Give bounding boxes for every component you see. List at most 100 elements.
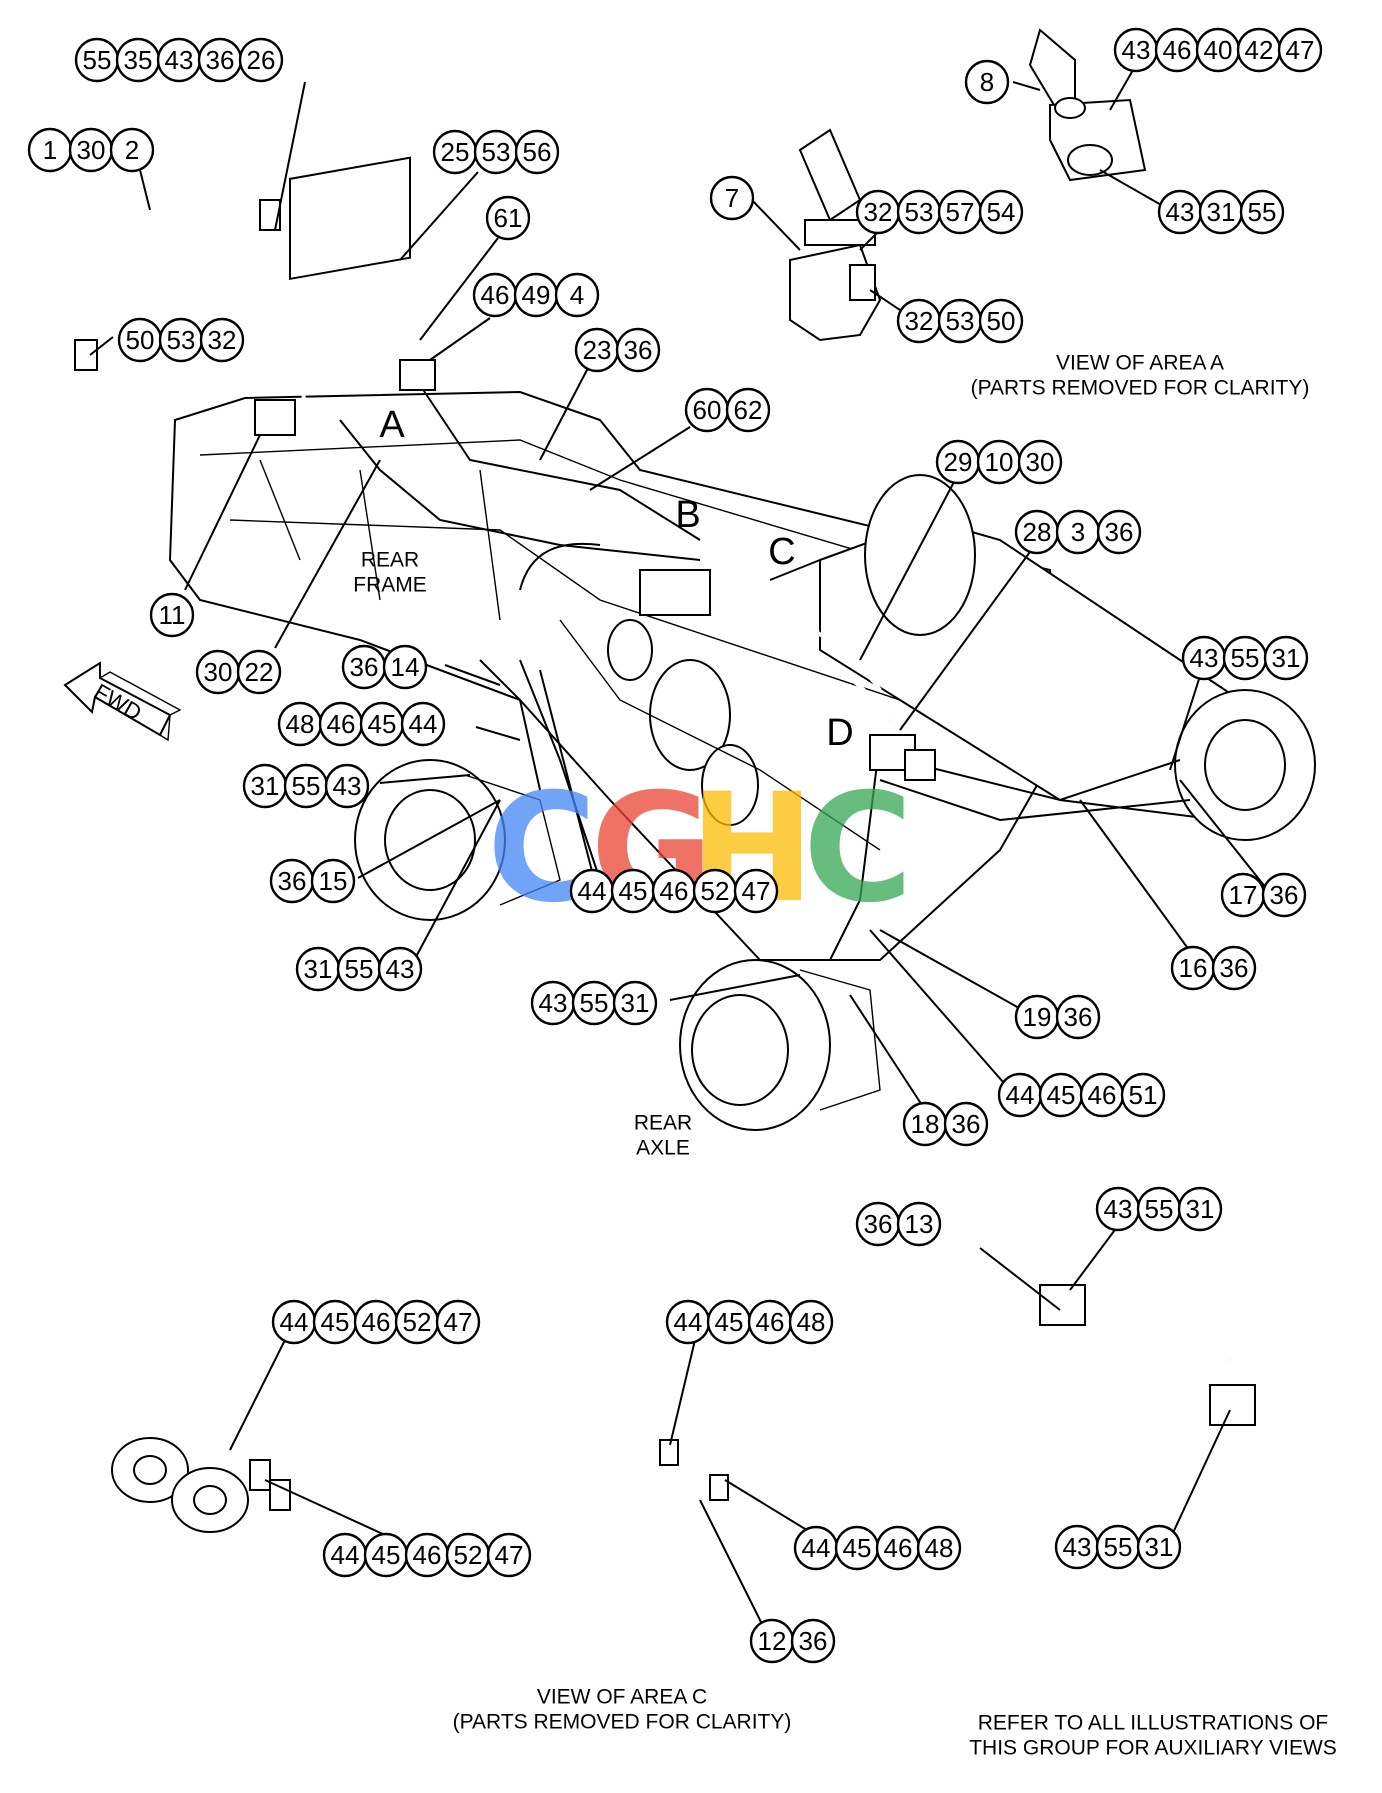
callout-number: 36 bbox=[1064, 1002, 1093, 1032]
callout-number: 31 bbox=[1207, 197, 1236, 227]
callout-bubble bbox=[382, 644, 428, 690]
callout-bubble bbox=[1211, 945, 1257, 991]
callout-number: 55 bbox=[1104, 1532, 1133, 1562]
captions: REAR FRAME REAR AXLE VIEW OF AREA A (PAR… bbox=[353, 352, 1337, 1760]
axle-housing-drawing bbox=[819, 474, 1316, 841]
wheel-hubs-drawing bbox=[354, 759, 881, 1131]
callout-number: 31 bbox=[621, 988, 650, 1018]
callout-number: 7 bbox=[725, 183, 739, 213]
callout-number: 29 bbox=[944, 447, 973, 477]
line-art bbox=[74, 28, 1316, 1533]
callout-number: 26 bbox=[247, 45, 276, 75]
callout-number: 18 bbox=[911, 1109, 940, 1139]
callout-bubble bbox=[238, 37, 284, 83]
callout-number: 12 bbox=[758, 1626, 787, 1656]
callout-bubble bbox=[435, 1299, 481, 1345]
callout-bubble bbox=[978, 298, 1024, 344]
callout-number: 46 bbox=[1163, 35, 1192, 65]
callout-number: 46 bbox=[884, 1533, 913, 1563]
callout-number: 16 bbox=[1179, 953, 1208, 983]
callout-number: 10 bbox=[985, 447, 1014, 477]
callout-number: 47 bbox=[742, 876, 771, 906]
callout-number: 50 bbox=[987, 306, 1016, 336]
callout-bubble bbox=[109, 127, 155, 173]
callout-number: 46 bbox=[481, 280, 510, 310]
callout-bubble bbox=[964, 59, 1010, 105]
callout-number: 30 bbox=[77, 135, 106, 165]
callout-bubble bbox=[1055, 994, 1101, 1040]
callout-number: 31 bbox=[304, 954, 333, 984]
callout-number: 45 bbox=[1047, 1080, 1076, 1110]
callout-number: 43 bbox=[165, 45, 194, 75]
callout-number: 54 bbox=[987, 197, 1016, 227]
callout-number: 43 bbox=[333, 771, 362, 801]
callout-number: 17 bbox=[1229, 880, 1258, 910]
watermark-logo: C G H C bbox=[487, 762, 913, 936]
callout-bubble bbox=[149, 592, 195, 638]
callout-bubble bbox=[943, 1101, 989, 1147]
callout-number: 53 bbox=[482, 137, 511, 167]
callout-number: 52 bbox=[701, 876, 730, 906]
watermark-letter-4: C bbox=[803, 762, 913, 936]
callout-number: 46 bbox=[413, 1540, 442, 1570]
callout-number: 45 bbox=[715, 1307, 744, 1337]
callout-number: 14 bbox=[391, 652, 420, 682]
valve-group-drawing bbox=[639, 569, 936, 781]
callout-number: 45 bbox=[321, 1307, 350, 1337]
callout-number: 31 bbox=[1186, 1194, 1215, 1224]
callout-number: 55 bbox=[1145, 1194, 1174, 1224]
callout-number: 57 bbox=[946, 197, 975, 227]
callout-bubble bbox=[1136, 1524, 1182, 1570]
callout-number: 55 bbox=[580, 988, 609, 1018]
callout-number: 46 bbox=[1088, 1080, 1117, 1110]
watermark-letter-2: G bbox=[590, 762, 713, 936]
callout-number: 23 bbox=[583, 335, 612, 365]
callout-number: 19 bbox=[1023, 1002, 1052, 1032]
callout-number: 49 bbox=[522, 280, 551, 310]
callout-number: 36 bbox=[1220, 953, 1249, 983]
callout-number: 50 bbox=[126, 325, 155, 355]
callout-bubble bbox=[514, 129, 560, 175]
callout-bubble bbox=[1239, 189, 1285, 235]
callout-number: 43 bbox=[539, 988, 568, 1018]
rear-frame-drawing bbox=[168, 390, 1062, 961]
area-letter-a: A bbox=[379, 404, 405, 446]
view-c-inset-drawing bbox=[111, 1284, 1256, 1533]
callout-bubble bbox=[916, 1525, 962, 1571]
callout-bubble bbox=[1277, 27, 1323, 73]
callout-bubble bbox=[615, 327, 661, 373]
callout-bubble bbox=[788, 1299, 834, 1345]
callout-number: 55 bbox=[345, 954, 374, 984]
callout-group: 61 bbox=[485, 195, 531, 241]
callout-number: 2 bbox=[125, 135, 139, 165]
callout-number: 48 bbox=[286, 709, 315, 739]
refer-note-line1: REFER TO ALL ILLUSTRATIONS OF bbox=[978, 1712, 1328, 1735]
callout-number: 48 bbox=[797, 1307, 826, 1337]
callout-number: 44 bbox=[280, 1307, 309, 1337]
callout-number: 36 bbox=[278, 866, 307, 896]
callout-number: 36 bbox=[350, 652, 379, 682]
callout-bubble bbox=[896, 1201, 942, 1247]
callout-number: 44 bbox=[331, 1540, 360, 1570]
callout-number: 44 bbox=[1006, 1080, 1035, 1110]
